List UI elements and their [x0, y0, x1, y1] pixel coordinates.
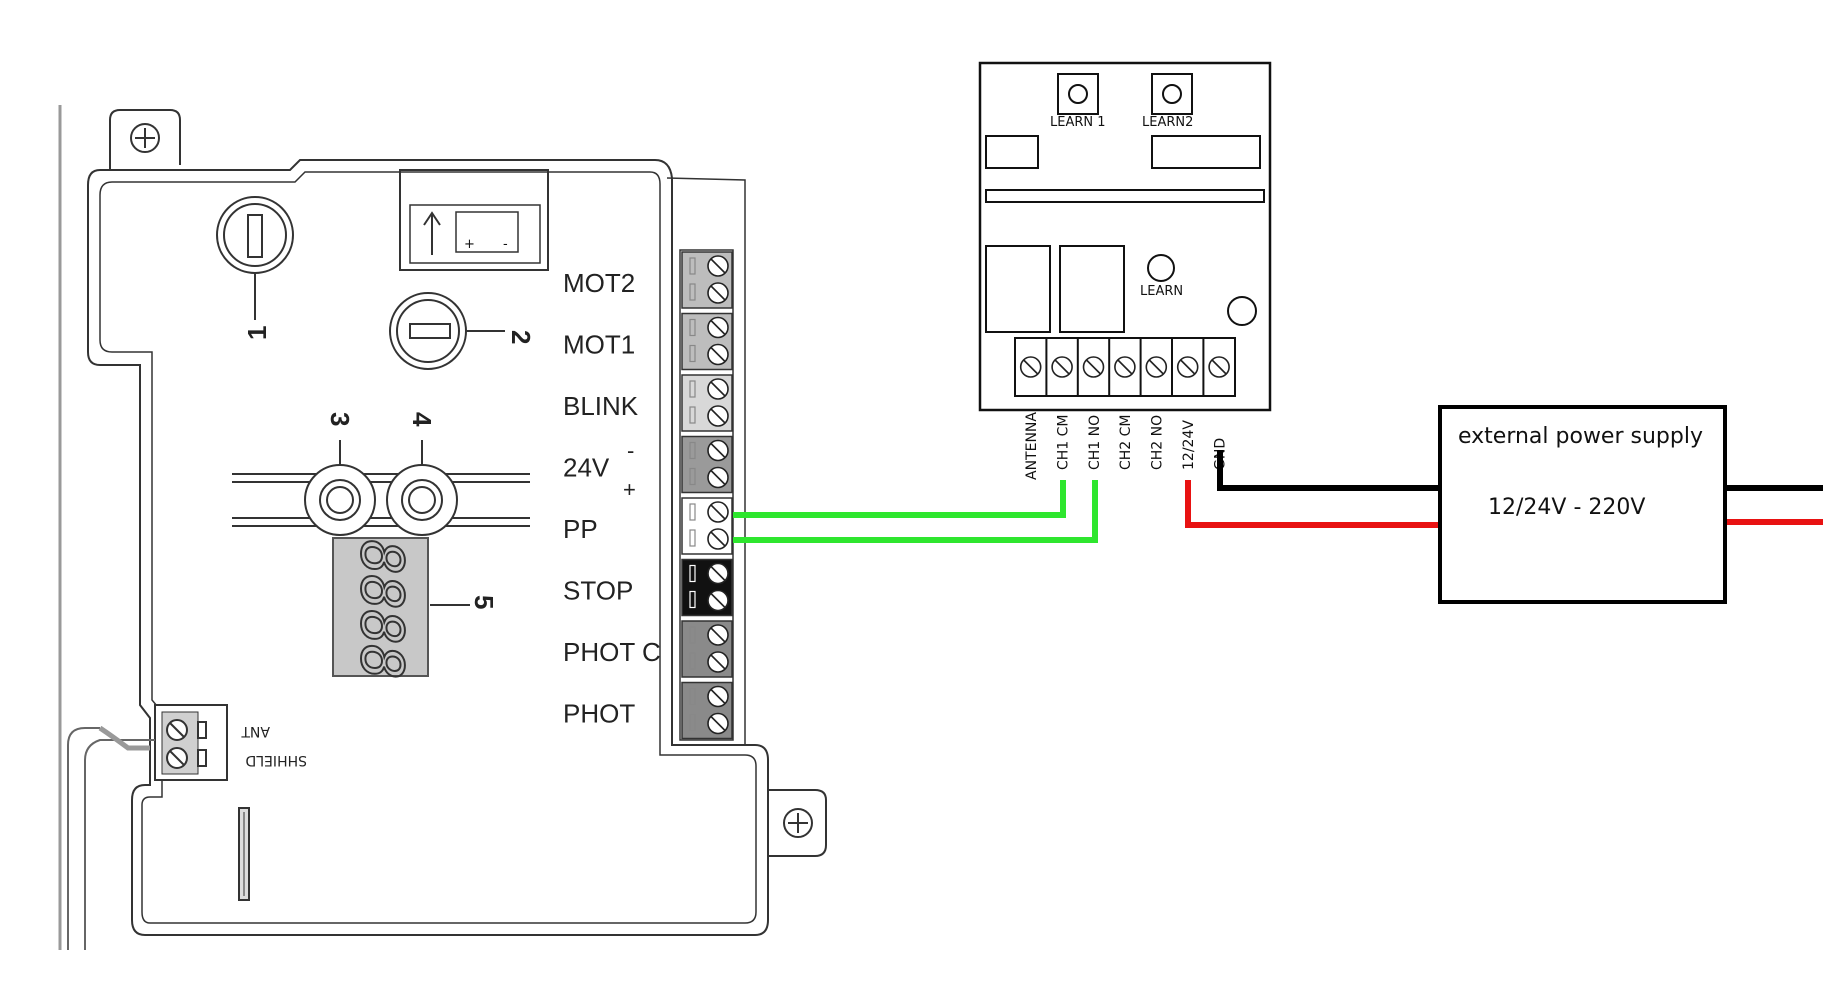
- pin-label: ANTENNA: [1024, 412, 1040, 480]
- wires: [733, 450, 1823, 543]
- callout-5: 5: [469, 595, 499, 609]
- seven-segment-display: 8888: [348, 540, 416, 680]
- power-supply-box: [1438, 405, 1727, 604]
- terminal-mot1: MOT1: [563, 312, 733, 371]
- receiver-terminal: [1045, 338, 1073, 396]
- polarity-plus: +: [623, 477, 636, 502]
- terminal-label: BLINK: [563, 391, 639, 421]
- wire-12-24v: [1185, 480, 1440, 528]
- polarity-minus: -: [627, 438, 634, 463]
- pin-label: 12/24V: [1181, 420, 1197, 470]
- receiver-terminal: [1076, 338, 1105, 396]
- terminal-pp: PP: [563, 497, 733, 555]
- terminal-label: PHOT: [563, 699, 635, 729]
- callout-4: 4: [407, 412, 437, 427]
- terminal-phot: PHOT: [563, 681, 733, 740]
- receiver-terminal: [1108, 338, 1136, 396]
- terminal-label: STOP: [563, 576, 633, 606]
- callout-2: 2: [506, 330, 536, 344]
- terminal-blink: BLINK: [563, 374, 733, 432]
- terminal-24v: 24V: [563, 435, 733, 494]
- terminal-label: PP: [563, 514, 598, 544]
- svg-text:+: +: [464, 237, 475, 252]
- callout-1: 1: [242, 326, 272, 340]
- antenna-label-shield: SHHIELD: [246, 752, 308, 768]
- terminal-phot-c: PHOT C: [563, 620, 733, 678]
- terminal-label: 24V: [563, 453, 610, 483]
- controller-board: + -: [58, 105, 827, 950]
- learn-label: LEARN: [1140, 284, 1183, 299]
- pin-label: CH2 CM: [1118, 414, 1134, 470]
- receiver-terminal: [1019, 356, 1042, 378]
- svg-text:-: -: [503, 237, 508, 252]
- receiver-terminal: [1139, 338, 1168, 396]
- callout-3: 3: [325, 412, 355, 426]
- pin-label: CH2 NO: [1150, 415, 1166, 470]
- wire-gnd: [1217, 450, 1440, 491]
- terminal-stop: STOP: [563, 558, 733, 617]
- terminal-mot2: MOT2: [563, 251, 733, 309]
- terminal-label: MOT2: [563, 268, 635, 298]
- psu-rating: 12/24V - 220V: [1488, 495, 1645, 520]
- psu-title: external power supply: [1458, 424, 1703, 449]
- terminal-label: MOT1: [563, 330, 635, 360]
- receiver-terminal: [1171, 338, 1199, 396]
- receiver-terminal: [1202, 338, 1230, 396]
- receiver-module: [978, 61, 1272, 412]
- wire-pp-ch1cm: [733, 480, 1066, 518]
- terminal-label: PHOT C: [563, 637, 661, 667]
- wire-pp-ch1no: [733, 480, 1098, 543]
- learn1-label: LEARN 1: [1050, 115, 1106, 130]
- pin-label: CH1 CM: [1055, 414, 1071, 470]
- learn2-label: LEARN2: [1142, 115, 1193, 130]
- pin-label: CH1 NO: [1087, 415, 1103, 470]
- receiver-terminal-block: [1019, 338, 1230, 396]
- antenna-label-ant: ANT: [241, 723, 270, 739]
